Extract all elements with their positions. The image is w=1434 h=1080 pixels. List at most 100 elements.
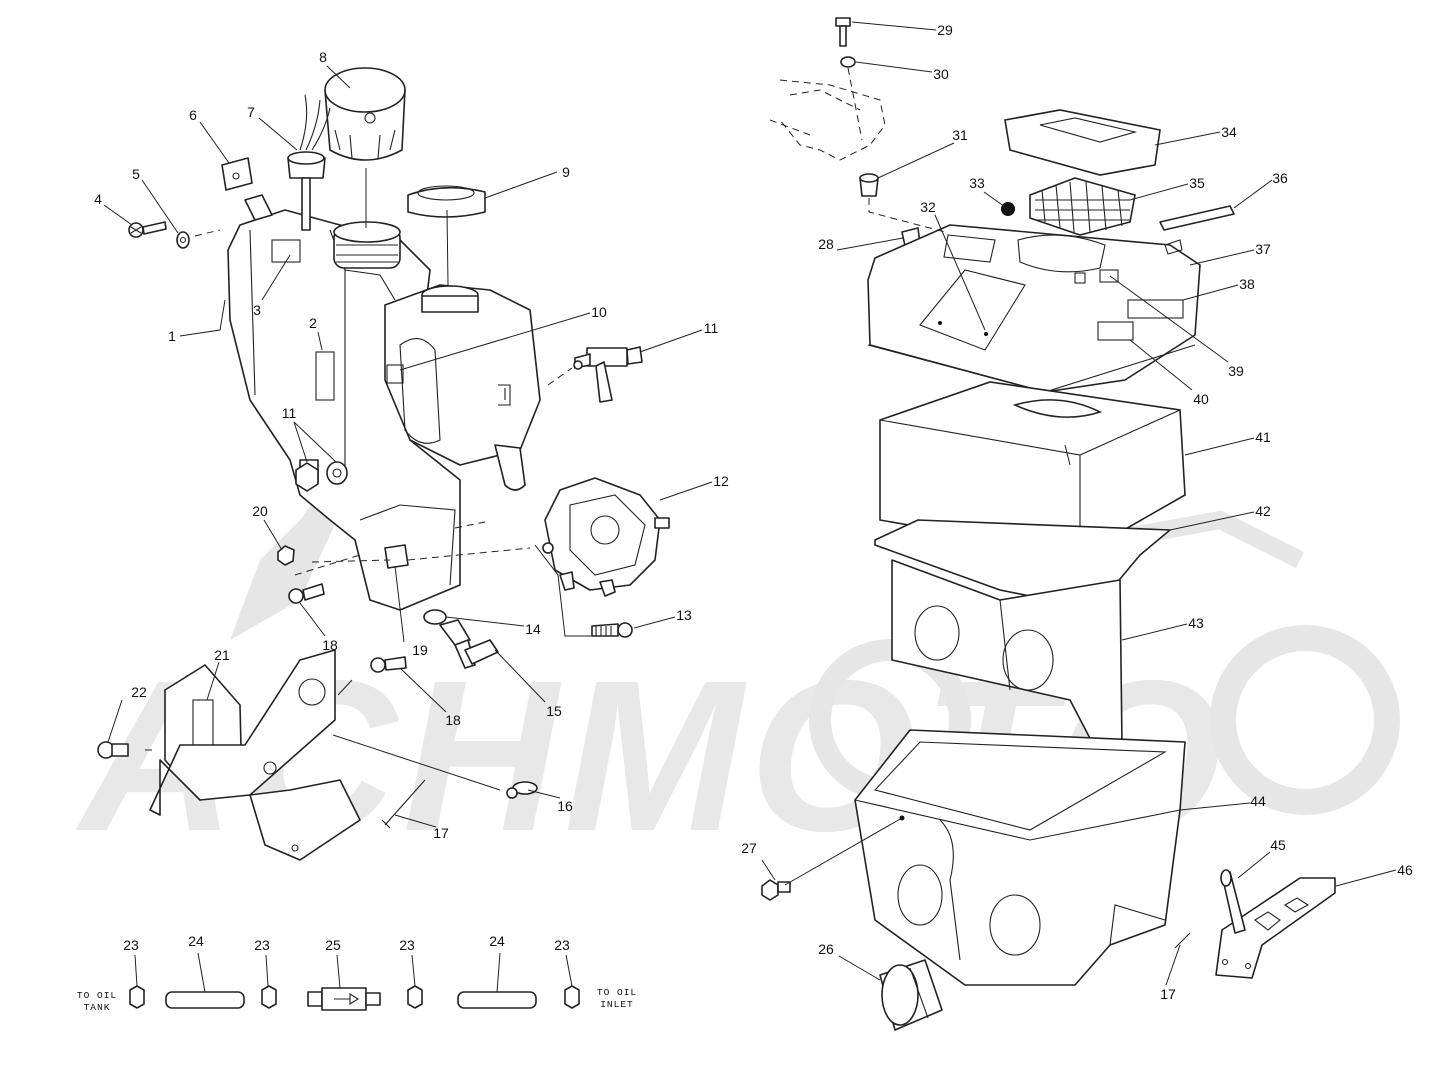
callout-c16: 16 xyxy=(557,798,573,814)
note-to-oil-inlet-2: INLET xyxy=(600,999,634,1010)
callout-c14: 14 xyxy=(525,621,541,637)
callout-c44: 44 xyxy=(1250,793,1266,809)
callout-c42: 42 xyxy=(1255,503,1271,519)
clamp-23-a xyxy=(129,985,145,1009)
screw-18-a xyxy=(288,588,304,604)
callout-c17b: 17 xyxy=(1160,986,1176,1002)
screw-29 xyxy=(835,17,851,47)
callout-c12: 12 xyxy=(713,473,729,489)
callout-c35: 35 xyxy=(1189,175,1205,191)
callout-c43: 43 xyxy=(1188,615,1204,631)
frame-outline xyxy=(769,79,886,161)
callout-c2: 2 xyxy=(309,315,317,331)
callout-c4: 4 xyxy=(94,191,102,207)
callout-c28: 28 xyxy=(818,236,834,252)
callout-c21: 21 xyxy=(214,647,230,663)
callout-c8: 8 xyxy=(319,49,327,65)
fuel-oil-tank-assembly xyxy=(227,209,541,611)
fuel-petcock xyxy=(547,346,643,403)
callout-c45: 45 xyxy=(1270,837,1286,853)
oil-filter-25 xyxy=(307,987,381,1011)
callout-c17a: 17 xyxy=(433,825,449,841)
oil-hose-24-a xyxy=(165,991,245,1009)
callout-c38: 38 xyxy=(1239,276,1255,292)
callout-c31: 31 xyxy=(952,127,968,143)
clamp-23-c xyxy=(407,985,423,1009)
watermark-wheel xyxy=(1210,625,1400,815)
clamp-23-d xyxy=(564,985,580,1009)
callout-c11a: 11 xyxy=(704,320,719,336)
callout-c1: 1 xyxy=(168,328,176,344)
callout-c11b: 11 xyxy=(282,405,297,421)
oil-pump xyxy=(542,477,670,597)
airbox-lid xyxy=(867,224,1201,393)
callout-c20: 20 xyxy=(252,503,268,519)
callout-c25: 25 xyxy=(325,937,341,953)
callout-c7: 7 xyxy=(247,104,255,120)
callout-c41: 41 xyxy=(1255,429,1271,445)
nut-20 xyxy=(277,545,295,566)
callout-c18a: 18 xyxy=(322,637,338,653)
callout-c3: 3 xyxy=(253,302,261,318)
note-to-oil-tank-2: TANK xyxy=(84,1002,111,1013)
callout-c23c: 23 xyxy=(399,937,415,953)
screw-27 xyxy=(761,879,791,901)
clip-19 xyxy=(384,544,409,569)
screw-22 xyxy=(97,741,129,759)
callout-c40: 40 xyxy=(1193,391,1209,407)
oil-hose-24-b xyxy=(457,991,537,1009)
callout-c23a: 23 xyxy=(123,937,139,953)
screw-18-b xyxy=(370,657,386,673)
callout-c23b: 23 xyxy=(254,937,270,953)
callout-c37: 37 xyxy=(1255,241,1271,257)
callout-c39: 39 xyxy=(1228,363,1244,379)
cap-gasket xyxy=(407,185,486,218)
callout-c5: 5 xyxy=(132,166,140,182)
label-decal-2 xyxy=(315,351,335,401)
callout-c29: 29 xyxy=(937,22,953,38)
callout-c9: 9 xyxy=(562,164,570,180)
nut-and-washer xyxy=(295,461,348,492)
airbox-bracket-46 xyxy=(1215,877,1336,979)
callout-c18b: 18 xyxy=(445,712,461,728)
pump-bracket xyxy=(149,649,361,861)
foam-filter-34 xyxy=(1004,109,1161,176)
callout-c19: 19 xyxy=(412,642,428,658)
hose-fittings xyxy=(423,609,499,669)
strap-36 xyxy=(1159,205,1235,231)
decal-38 xyxy=(1127,299,1184,319)
label-decal-10 xyxy=(386,364,404,384)
callout-c13: 13 xyxy=(676,607,692,623)
callout-c23d: 23 xyxy=(554,937,570,953)
fuel-cap xyxy=(324,67,406,161)
intake-boot-26 xyxy=(879,959,943,1031)
clip xyxy=(221,157,253,191)
clamp-23-b xyxy=(261,985,277,1009)
leader-lines xyxy=(103,21,1397,993)
decal-40 xyxy=(1097,321,1134,341)
cable-tie-17 xyxy=(1174,932,1191,949)
callout-c36: 36 xyxy=(1272,170,1288,186)
note-to-oil-tank-1: TO OIL xyxy=(77,990,117,1001)
screen-35 xyxy=(1029,177,1136,236)
callout-c6: 6 xyxy=(189,107,197,123)
callout-c27: 27 xyxy=(741,840,757,856)
callout-c34: 34 xyxy=(1221,124,1237,140)
callout-c24a: 24 xyxy=(188,933,204,949)
note-to-oil-inlet-1: TO OIL xyxy=(597,987,637,998)
screw-13 xyxy=(591,622,633,638)
callout-c30: 30 xyxy=(933,66,949,82)
oil-line-kit xyxy=(129,985,580,1011)
callout-c24b: 24 xyxy=(489,933,505,949)
washer-30 xyxy=(840,56,856,68)
airbox-base xyxy=(854,729,1186,986)
callout-c33: 33 xyxy=(969,175,985,191)
callout-c15: 15 xyxy=(546,703,562,719)
callout-c32: 32 xyxy=(920,199,936,215)
cable-tie xyxy=(381,779,426,829)
callout-c46: 46 xyxy=(1397,862,1413,878)
callout-c26: 26 xyxy=(818,941,834,957)
level-sender xyxy=(287,94,331,231)
